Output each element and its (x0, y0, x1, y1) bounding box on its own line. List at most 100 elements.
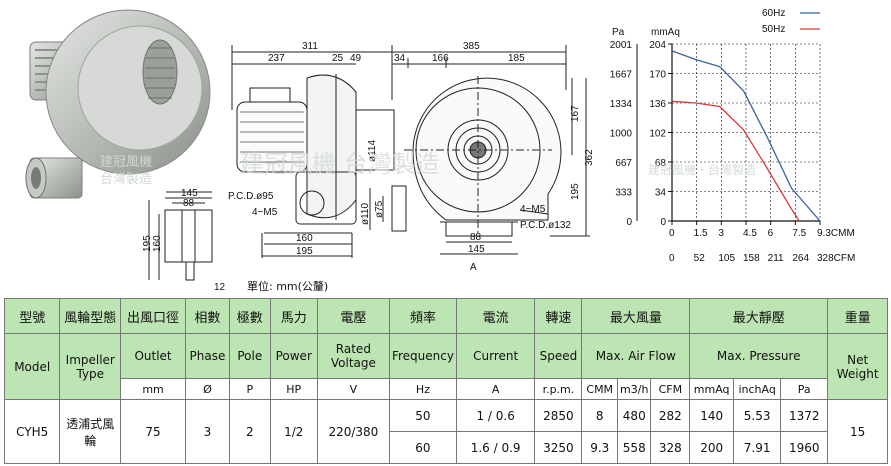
hdr-en-pressure: Max. Pressure (689, 333, 829, 379)
side-dim-114: ø114 (367, 140, 378, 162)
cmm-tick-label: 0 (669, 228, 675, 239)
cell-speed: 3250 (534, 431, 583, 464)
cell-cfm: 282 (650, 399, 691, 432)
pa-tick-label: 1667 (610, 70, 633, 81)
mmaq-tick-label: 68 (655, 158, 667, 169)
bracket-dim-145: 145 (181, 188, 198, 199)
hdr-cn-outlet: 出風口徑 (120, 298, 186, 334)
cell-mmaq: 140 (689, 399, 735, 432)
cell-phase: 3 (184, 399, 230, 464)
front-dim-166: 166 (432, 53, 449, 64)
legend-60hz-label: 60Hz (762, 8, 785, 19)
header-row-en: Model Impeller Type Outlet Phase Pole Po… (3, 333, 888, 400)
blower-product-photo: 建冠風機 台灣製造 (25, 9, 211, 199)
hdr-en-phase: Phase (184, 333, 230, 379)
cmm-tick-label: 1.5 (694, 228, 708, 239)
hdr-en-frequency: Frequency (388, 333, 457, 379)
cell-frequency: 50 (388, 399, 457, 432)
cell-frequency: 60 (388, 431, 457, 464)
hdr-cn-voltage: 電壓 (316, 298, 390, 334)
pa-tick-label: 333 (615, 188, 632, 199)
unit-inchaq: inchAq (733, 378, 782, 400)
bracket-dim-195: 195 (142, 235, 153, 252)
cell-outlet: 75 (120, 399, 186, 464)
hdr-en-pole: Pole (228, 333, 271, 379)
header-row-units: mm Ø P HP V Hz A r.p.m. CMM m3/h CFM mmA… (5, 378, 888, 400)
cell-inchaq: 7.91 (733, 431, 782, 464)
front-m5: 4−M5 (520, 204, 546, 215)
cell-inchaq: 5.53 (733, 399, 782, 432)
hdr-en-weight: Net Weight (827, 333, 888, 400)
hdr-cn-speed: 轉速 (534, 298, 583, 334)
cell-speed: 2850 (534, 399, 583, 432)
side-dim-311: 311 (302, 41, 318, 52)
hdr-en-speed: Speed (534, 333, 583, 379)
cell-impeller: 透浦式風輪 (59, 399, 122, 464)
hdr-cn-pole: 極數 (228, 298, 271, 334)
series-line-60hz (671, 50, 821, 222)
side-dim-75: ø75 (374, 200, 385, 218)
table-row: 60 1.6 / 0.9 3250 9.3 558 328 200 7.91 1… (5, 431, 888, 464)
bracket-dim-160: 160 (152, 235, 163, 252)
hdr-cn-pressure: 最大靜壓 (689, 298, 829, 334)
unit-phase: Ø (184, 378, 230, 400)
unit-m3h: m3/h (617, 378, 652, 400)
cfm-tick-label: 328CFM (817, 253, 855, 264)
cell-cmm: 9.3 (581, 431, 619, 464)
cfm-tick-label: 105 (718, 253, 735, 264)
unit-cmm: CMM (581, 378, 619, 400)
side-dim-49: 49 (350, 53, 362, 64)
table-row: CYH5 透浦式風輪 75 3 2 1/2 220/380 50 1 / 0.6… (3, 399, 888, 464)
cell-pa: 1372 (780, 399, 829, 432)
cell-mmaq: 200 (689, 431, 735, 464)
unit-mmaq: mmAq (689, 378, 735, 400)
unit-power: HP (269, 378, 318, 400)
front-dim-145: 145 (468, 244, 485, 255)
mmaq-tick-label: 204 (649, 40, 666, 51)
pa-tick-label: 0 (626, 217, 632, 228)
unit-pa: Pa (780, 378, 829, 400)
pa-tick-label: 2001 (610, 40, 633, 51)
cell-current: 1 / 0.6 (455, 399, 536, 432)
hdr-cn-impeller: 風輪型態 (59, 298, 122, 334)
hdr-en-voltage: Rated Voltage (316, 333, 390, 379)
blower-drawing-area: 建冠風機 台灣製造 145 88 195 160 12 311 (25, 8, 855, 293)
units-note: 單位: mm(公釐) (247, 280, 329, 293)
side-dim-160: 160 (296, 233, 313, 244)
hdr-cn-power: 馬力 (269, 298, 318, 334)
hdr-cn-phase: 相數 (184, 298, 230, 334)
cell-voltage: 220/380 (316, 399, 390, 464)
cell-m3h: 480 (617, 399, 652, 432)
cfm-tick-label: 264 (792, 253, 809, 264)
hdr-en-airflow: Max. Air Flow (581, 333, 691, 379)
cell-cmm: 8 (581, 399, 619, 432)
unit-pole: P (228, 378, 271, 400)
cmm-tick-label: 4.5 (743, 228, 757, 239)
bracket-view (148, 191, 213, 281)
cmm-tick-label: 7.5 (792, 228, 806, 239)
cell-pole: 2 (228, 399, 271, 464)
cfm-tick-label: 158 (743, 253, 760, 264)
series-line-50hz (671, 100, 800, 222)
side-dim-110: ø110 (360, 203, 371, 225)
cfm-tick-label: 52 (694, 253, 706, 264)
side-pcd: P.C.D.ø95 (228, 191, 274, 202)
hdr-cn-model: 型號 (3, 298, 61, 334)
watermark-line2: 台灣製造 (100, 172, 152, 187)
cell-m3h: 558 (617, 431, 652, 464)
cfm-tick-label: 211 (768, 253, 784, 264)
bracket-dim-88: 88 (183, 198, 195, 209)
cmm-tick-label: 3 (718, 228, 724, 239)
header-row-cn: 型號 風輪型態 出風口徑 相數 極數 馬力 電壓 頻率 電流 轉速 最大風量 最… (3, 298, 888, 334)
front-dim-185: 185 (508, 53, 525, 64)
front-dim-195: 195 (570, 183, 581, 200)
unit-outlet: mm (120, 378, 186, 400)
spec-table: 型號 風輪型態 出風口徑 相數 極數 馬力 電壓 頻率 電流 轉速 最大風量 最… (3, 298, 888, 464)
unit-frequency: Hz (388, 378, 457, 400)
unit-voltage: V (316, 378, 390, 400)
front-pcd: P.C.D.ø132 (520, 220, 571, 231)
cell-model: CYH5 (3, 399, 61, 464)
legend-50hz-label: 50Hz (762, 24, 785, 35)
cell-power: 1/2 (269, 399, 318, 464)
hdr-cn-weight: 重量 (827, 298, 888, 334)
